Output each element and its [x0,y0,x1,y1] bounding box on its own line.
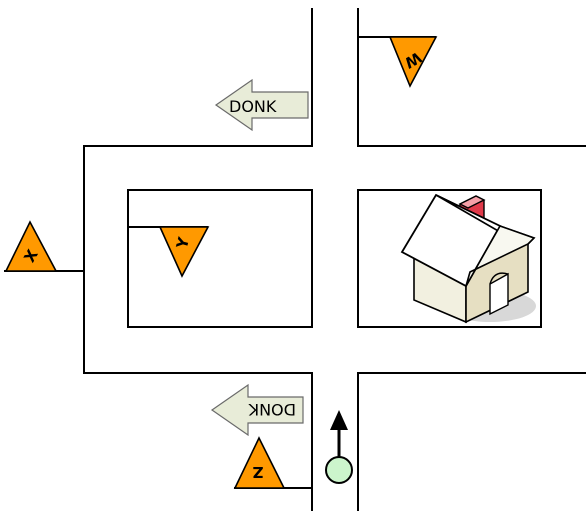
road-edge-bottom-right [357,372,586,511]
marker-z: Z [233,436,312,489]
agent-marker [325,410,353,484]
donk-label-bottom: DONK [248,400,296,419]
marker-y-triangle [158,226,210,278]
donk-sign-top: DONK [214,78,309,132]
agent-marker-icon [325,456,353,484]
block-right [357,189,542,328]
block-left [127,189,313,328]
road-edge-right [357,8,586,147]
donk-sign-bottom: DONK [210,383,304,437]
donk-arrow-top [214,78,309,132]
donk-arrow-bottom [210,383,304,437]
road-outlines [83,8,586,511]
marker-z-label: Z [252,463,263,481]
marker-z-triangle [233,436,286,489]
marker-y: Y [128,226,210,278]
house-icon [400,193,536,324]
arrow-up-head [330,410,348,430]
marker-x: X [4,220,84,272]
marker-w: W [358,36,438,88]
marker-w-triangle [388,36,438,88]
donk-label-top: DONK [229,97,277,116]
road-edge-top-left [83,8,313,511]
marker-x-triangle [4,220,58,272]
